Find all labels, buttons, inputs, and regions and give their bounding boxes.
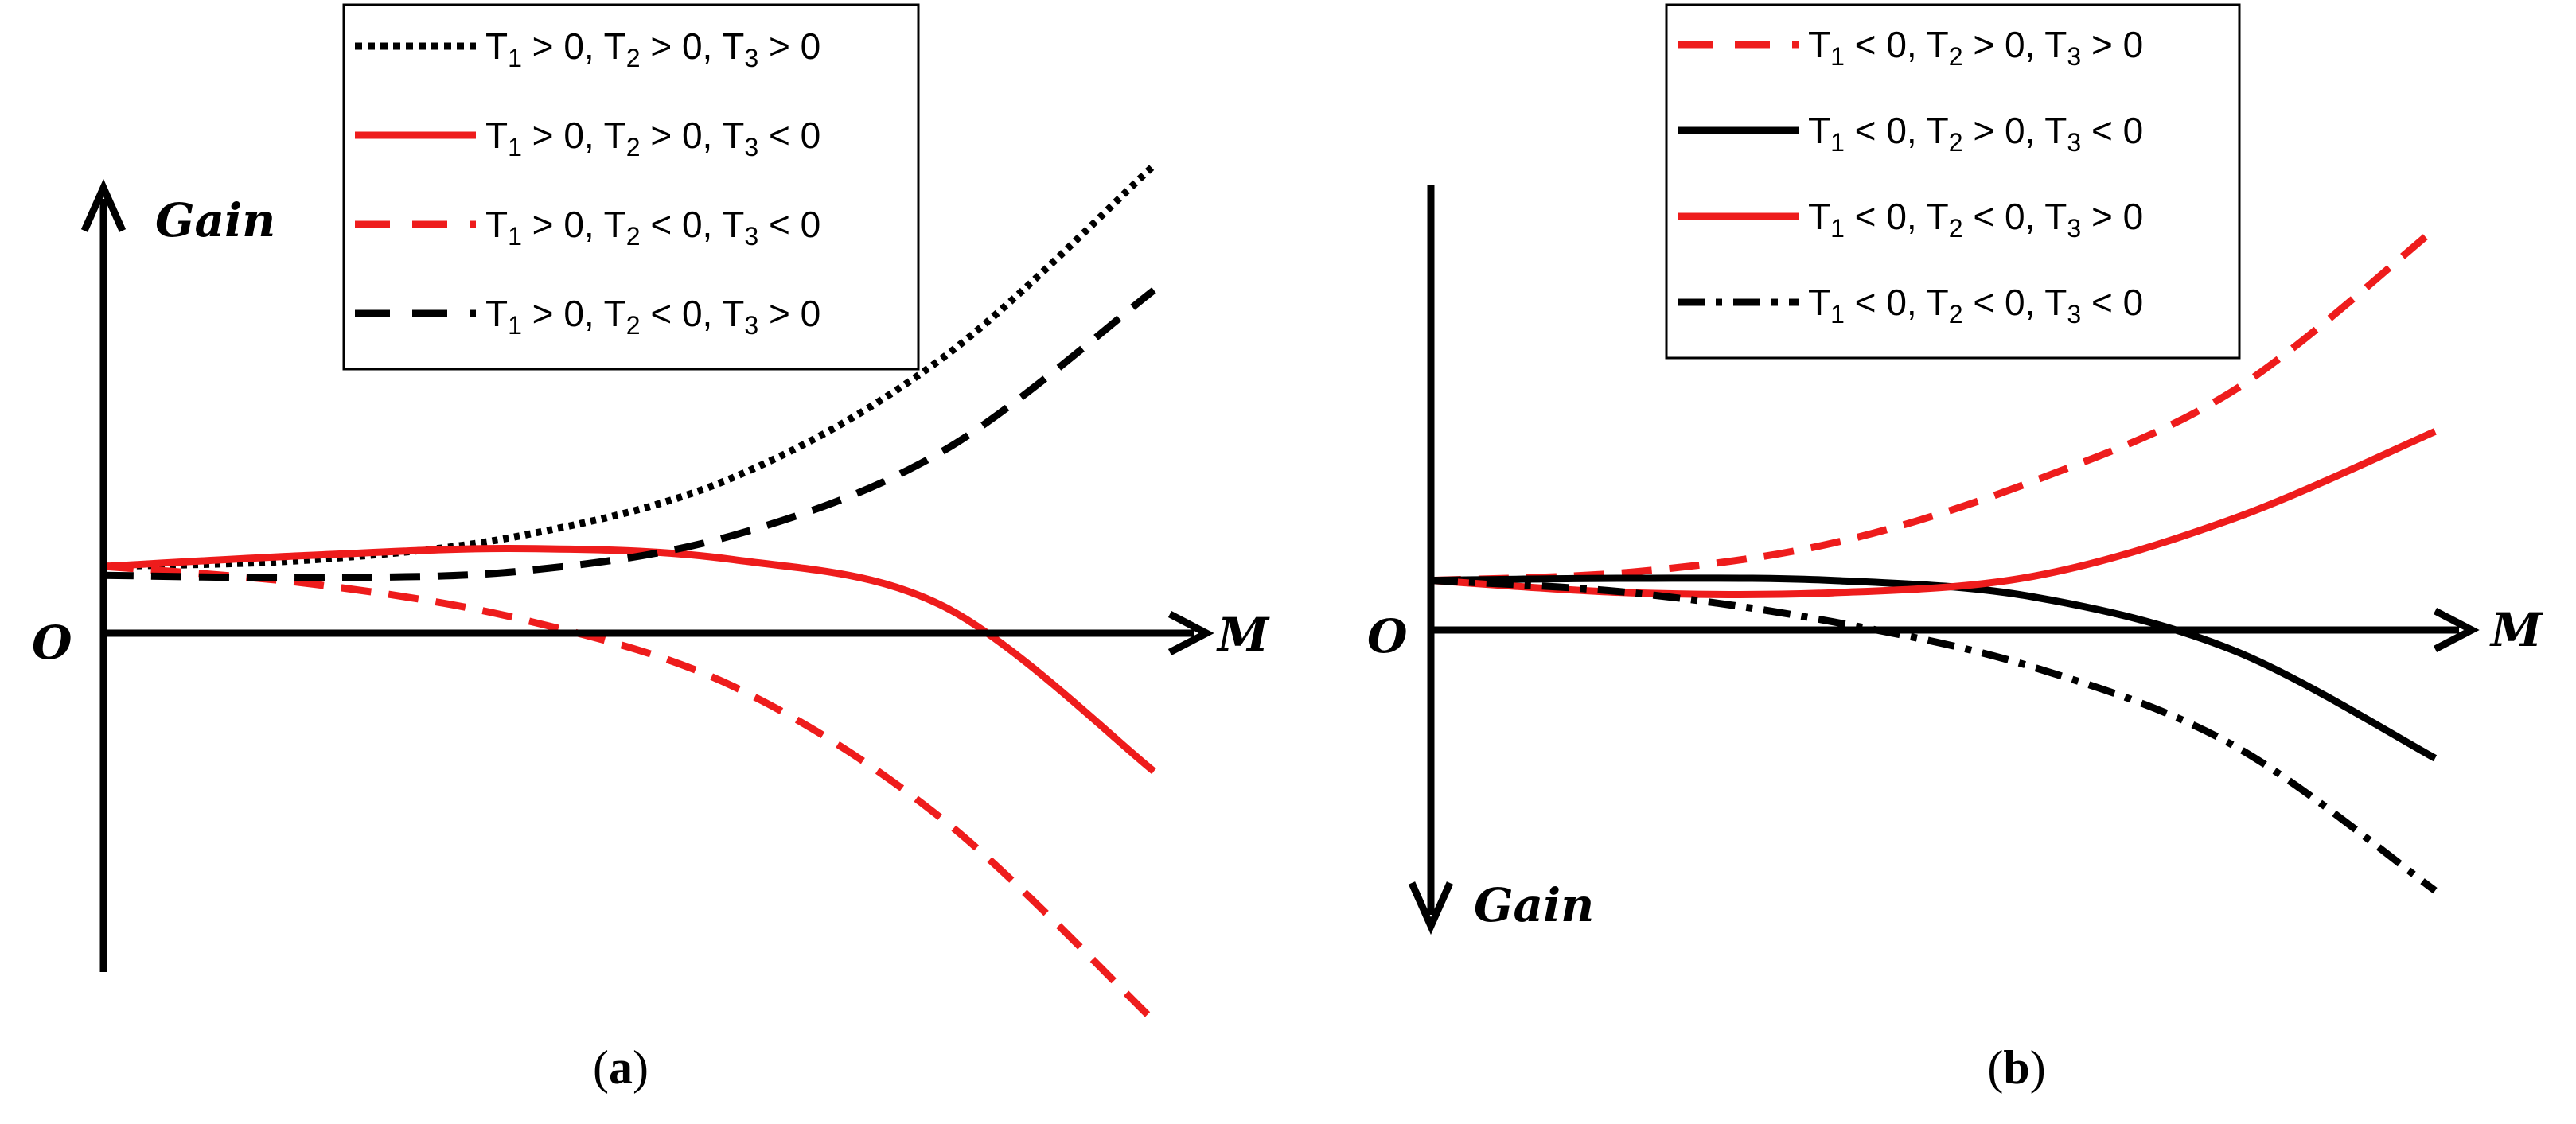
panel-b-legend-label-3: T1 < 0, T2 < 0, T3 > 0 — [1808, 196, 2143, 243]
panel-b-series-1-line — [1430, 226, 2438, 585]
panel-b-legend: T1 < 0, T2 > 0, T3 > 0 T1 < 0, T2 > 0, T3… — [1665, 3, 2241, 360]
panel-a-caption: (a) — [593, 1041, 649, 1094]
panel-b-legend-label-2: T1 < 0, T2 > 0, T3 < 0 — [1808, 110, 2143, 157]
panel-b-series-3-line — [1430, 428, 2437, 598]
panel-b-legend-label-1: T1 < 0, T2 > 0, T3 > 0 — [1808, 24, 2143, 71]
panel-a-legend-label-3: T1 > 0, T2 < 0, T3 < 0 — [485, 204, 820, 251]
panel-a-legend-box — [342, 3, 920, 371]
panel-b: Gain M O T1 < 0, T2 > 0, T3 > 0T1 < 0, T… — [1367, 3, 2543, 1094]
panel-b-curves — [1430, 226, 2438, 894]
panel-a-legend-entries: T1 > 0, T2 > 0, T3 > 0 T1 > 0, T2 > 0, T3… — [355, 25, 820, 340]
panel-b-x-arrow — [2433, 608, 2480, 652]
panel-b-y-arrow — [1408, 881, 1454, 935]
panel-a-series-4-line — [103, 287, 1156, 581]
panel-a-legend-label-2: T1 > 0, T2 > 0, T3 < 0 — [485, 115, 820, 161]
panel-b-xlabel: M — [2489, 603, 2543, 657]
panel-a-x-arrow — [1167, 611, 1214, 655]
panel-a-legend-label-4: T1 > 0, T2 < 0, T3 > 0 — [485, 293, 820, 340]
panel-b-ylabel: Gain — [1474, 878, 1594, 932]
panel-a-y-arrow — [80, 178, 127, 232]
panel-b-caption: (b) — [1987, 1041, 2045, 1094]
panel-a-ylabel: Gain — [155, 193, 275, 247]
panel-b-legend-label-4: T1 < 0, T2 < 0, T3 < 0 — [1808, 282, 2143, 329]
panel-b-legend-box — [1665, 3, 2241, 360]
panel-a: Gain M O T1 > 0, T2 > 0, T3 > 0T1 > 0, T… — [32, 3, 1270, 1094]
panel-a-origin: O — [32, 616, 72, 670]
panel-b-origin: O — [1367, 609, 1408, 663]
panel-a-series-3-line — [103, 562, 1157, 1024]
panel-a-legend: T1 > 0, T2 > 0, T3 > 0 T1 > 0, T2 > 0, T3… — [342, 3, 920, 371]
panel-b-series-2-line — [1430, 574, 2438, 762]
panel-a-legend-label-1: T1 > 0, T2 > 0, T3 > 0 — [485, 25, 820, 72]
panel-b-legend-entries: T1 < 0, T2 > 0, T3 > 0 T1 < 0, T2 > 0, T3… — [1678, 24, 2143, 329]
panel-b-series-4-line — [1430, 577, 2438, 894]
panel-a-xlabel: M — [1216, 608, 1270, 662]
panel-a-series-1-line — [103, 162, 1157, 570]
